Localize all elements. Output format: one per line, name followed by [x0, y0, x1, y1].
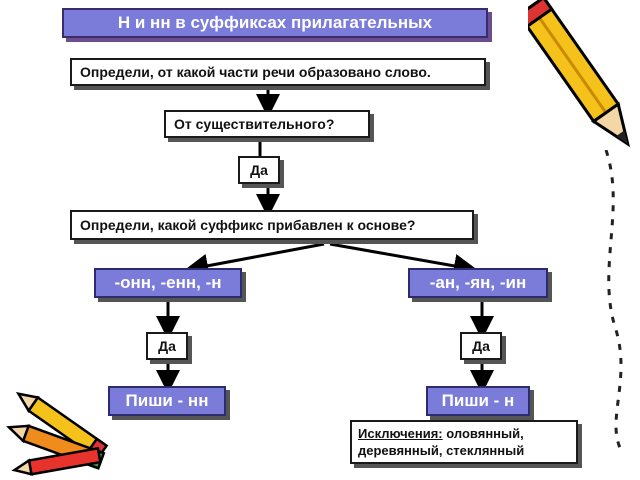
- dotted-trail-icon: [604, 150, 623, 450]
- exceptions-box: Исключения: оловянный, деревянный, стекл…: [350, 420, 578, 464]
- arrow-step3-right: [329, 242, 478, 278]
- step-part-of-speech: Определи, от какой части речи образовано…: [70, 58, 486, 86]
- exceptions-word1: оловянный,: [446, 426, 524, 441]
- rule-write-nn: Пиши - нн: [108, 386, 226, 416]
- answer-yes-right: Да: [460, 332, 502, 360]
- suffix-double-n: -онн, -енн, -н: [94, 268, 242, 298]
- suffix-single-n: -ан, -ян, -ин: [408, 268, 548, 298]
- exceptions-label: Исключения:: [358, 426, 443, 441]
- answer-yes-left: Да: [146, 332, 188, 360]
- arrow-step3-left: [184, 242, 325, 278]
- exceptions-line2: деревянный, стеклянный: [358, 443, 525, 458]
- rule-write-n: Пиши - н: [426, 386, 530, 416]
- answer-yes-top: Да: [238, 156, 280, 184]
- step-which-suffix: Определи, какой суффикс прибавлен к осно…: [70, 210, 474, 240]
- pencil-icon: [528, 0, 631, 148]
- step-from-noun: От существительного?: [164, 110, 370, 138]
- page-title: Н и нн в суффиксах прилагательных: [62, 8, 488, 38]
- pencils-icon: [6, 392, 109, 476]
- exceptions-line1: Исключения: оловянный,: [358, 425, 524, 442]
